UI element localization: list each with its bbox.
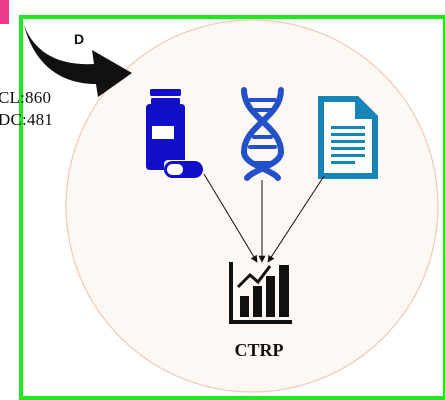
cell-line-count-label: CL:860 bbox=[0, 88, 52, 107]
dna-icon bbox=[240, 87, 285, 181]
curved-arrow-icon bbox=[24, 25, 132, 97]
bar-chart-growth-icon bbox=[229, 262, 292, 324]
green-frame bbox=[19, 15, 445, 400]
drug-compound-count-label: DC:481 bbox=[0, 110, 54, 129]
document-icon bbox=[318, 96, 378, 179]
arrow-letter-label: D bbox=[74, 31, 85, 47]
connector-arrows bbox=[203, 173, 325, 263]
arrow-doc-to-chart bbox=[267, 175, 325, 263]
arrow-drug-to-chart bbox=[203, 173, 258, 263]
dataset-caption: CTRP bbox=[234, 340, 284, 360]
corner-fragment bbox=[0, 0, 9, 24]
pill-bottle-icon bbox=[146, 89, 203, 178]
